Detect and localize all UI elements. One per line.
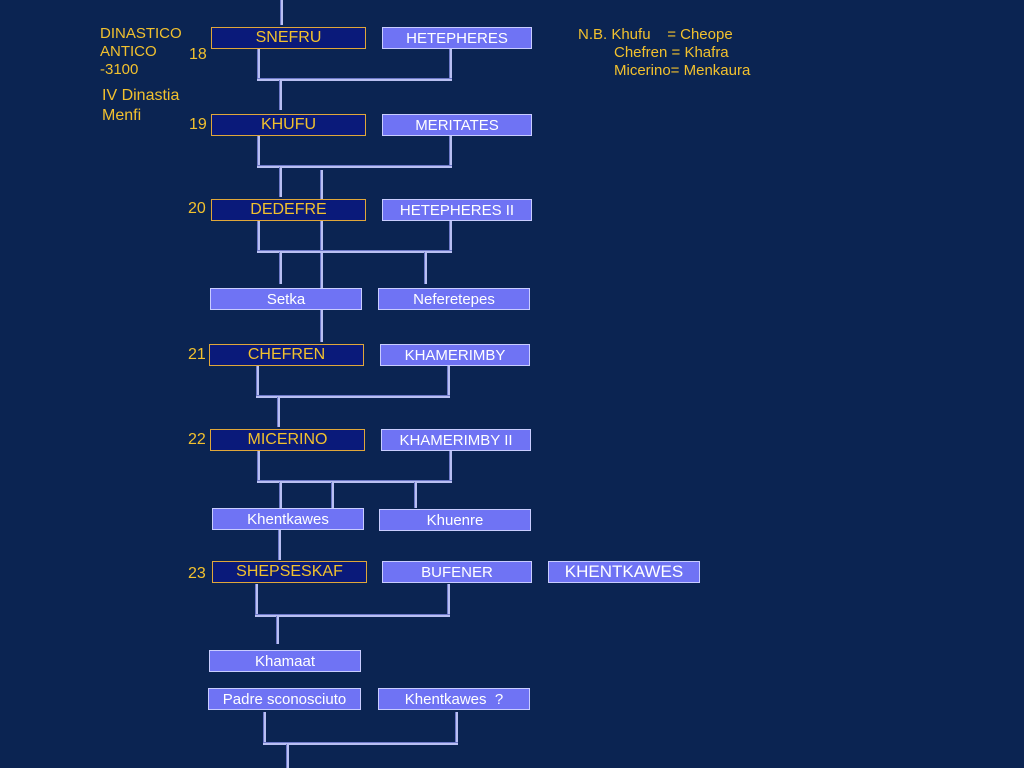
connector-line <box>278 530 281 560</box>
connector-line <box>449 450 452 482</box>
connector-line <box>257 220 260 252</box>
connector-line <box>276 616 279 644</box>
place-label: Menfi <box>102 107 142 124</box>
king-snefru[interactable]: SNEFRU <box>211 27 366 49</box>
note-line-3: Micerino= Menkaura <box>614 62 751 79</box>
generation-number-22: 22 <box>188 431 206 448</box>
connector-line <box>279 80 282 110</box>
period-line-2: ANTICO <box>100 43 157 60</box>
connector-line <box>279 482 282 508</box>
connector-line <box>447 365 450 397</box>
unknown-father[interactable]: Padre sconosciuto <box>208 688 361 710</box>
connector-line <box>279 252 282 284</box>
mother-khentkawes-uncertain[interactable]: Khentkawes ? <box>378 688 530 710</box>
period-label: DINASTICO ANTICO -3100 <box>100 25 182 79</box>
connector-line <box>255 614 450 617</box>
connector-line <box>257 250 452 253</box>
dynasty-label: IV Dinastia <box>102 87 180 104</box>
spouse-hetepheres[interactable]: HETEPHERES <box>382 27 532 49</box>
note-line-2: Chefren = Khafra <box>614 44 729 61</box>
spouse-bufener[interactable]: BUFENER <box>382 561 532 583</box>
connector-line <box>257 165 452 168</box>
period-line-3: -3100 <box>100 61 139 78</box>
connector-line <box>449 135 452 167</box>
connector-line <box>414 482 417 508</box>
connector-line <box>279 167 282 197</box>
child-khamaat[interactable]: Khamaat <box>209 650 361 672</box>
connector-line <box>320 170 323 342</box>
connector-line <box>255 584 258 616</box>
spouse-hetepheres-ii[interactable]: HETEPHERES II <box>382 199 532 221</box>
king-khufu[interactable]: KHUFU <box>211 114 366 136</box>
connector-line <box>277 397 280 427</box>
generation-number-18: 18 <box>189 46 207 63</box>
king-chefren[interactable]: CHEFREN <box>209 344 364 366</box>
connector-line <box>257 78 452 81</box>
generation-number-23: 23 <box>188 565 206 582</box>
spouse-khamerimby[interactable]: KHAMERIMBY <box>380 344 530 366</box>
connector-line <box>286 744 289 768</box>
connector-line <box>263 742 458 745</box>
connector-line <box>257 49 260 80</box>
connector-line <box>280 0 283 25</box>
king-shepseskaf[interactable]: SHEPSESKAF <box>212 561 367 583</box>
connector-line <box>447 584 450 616</box>
generation-number-21: 21 <box>188 346 206 363</box>
child-neferetepes[interactable]: Neferetepes <box>378 288 530 310</box>
generation-number-19: 19 <box>189 116 207 133</box>
king-micerino[interactable]: MICERINO <box>210 429 365 451</box>
connector-line <box>449 49 452 80</box>
connector-line <box>257 135 260 167</box>
period-line-1: DINASTICO <box>100 25 182 42</box>
connector-line <box>331 482 334 508</box>
connector-line <box>263 712 266 744</box>
connector-line <box>256 395 450 398</box>
note-line-1: N.B. Khufu = Cheope <box>578 26 733 43</box>
spouse-khentkawes[interactable]: KHENTKAWES <box>548 561 700 583</box>
connector-line <box>257 450 260 482</box>
connector-line <box>449 220 452 252</box>
child-setka[interactable]: Setka <box>210 288 362 310</box>
connector-line <box>455 712 458 744</box>
connector-line <box>256 365 259 397</box>
child-khentkawes[interactable]: Khentkawes <box>212 508 364 530</box>
connector-line <box>257 480 452 483</box>
king-dedefre[interactable]: DEDEFRE <box>211 199 366 221</box>
child-khuenre[interactable]: Khuenre <box>379 509 531 531</box>
spouse-khamerimby-ii[interactable]: KHAMERIMBY II <box>381 429 531 451</box>
spouse-meritates[interactable]: MERITATES <box>382 114 532 136</box>
generation-number-20: 20 <box>188 200 206 217</box>
connector-line <box>424 252 427 284</box>
